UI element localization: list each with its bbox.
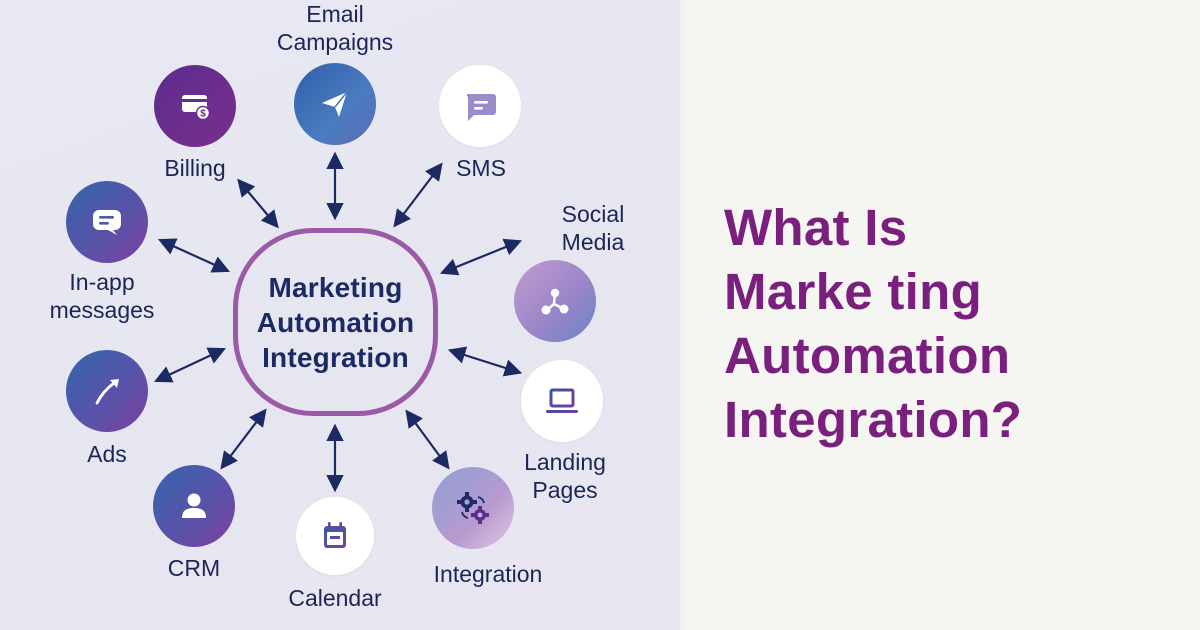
label-line: Social bbox=[561, 201, 625, 227]
label-line: Pages bbox=[532, 477, 598, 503]
label-line: Campaigns bbox=[276, 29, 394, 55]
ads-node bbox=[66, 350, 148, 432]
panel-divider bbox=[680, 0, 688, 630]
label-line: In-app bbox=[69, 269, 135, 295]
gears-icon bbox=[457, 492, 489, 524]
integration-label: Integration bbox=[433, 561, 543, 587]
headline-line-2: Marke ting bbox=[724, 263, 983, 320]
paper-plane-icon bbox=[322, 91, 348, 117]
hub-line-2: Automation bbox=[256, 306, 415, 338]
headline-line-3: Automation bbox=[724, 327, 1011, 384]
share-network-icon bbox=[541, 288, 569, 315]
integration-node bbox=[432, 467, 514, 549]
arrow-ads bbox=[154, 347, 226, 383]
social-media-label: Social Media bbox=[552, 200, 634, 256]
arrow-landing bbox=[447, 346, 523, 377]
calendar-icon bbox=[324, 522, 346, 548]
label-line: Email bbox=[306, 1, 364, 27]
arrow-integration bbox=[405, 409, 450, 470]
arrow-inapp bbox=[157, 238, 231, 273]
trend-arrow-icon bbox=[95, 379, 119, 405]
arrow-billing bbox=[237, 178, 279, 229]
central-hub: Marketing Automation Integration bbox=[233, 228, 438, 416]
hub-line-1: Marketing bbox=[268, 271, 403, 303]
chat-bubble-icon bbox=[466, 94, 496, 121]
in-app-messages-label: In-app messages bbox=[36, 268, 168, 324]
headline-title: What Is Marke ting Automation Integratio… bbox=[724, 196, 1022, 452]
credit-card-icon: $ bbox=[182, 95, 211, 121]
email-campaigns-node bbox=[294, 63, 376, 145]
user-icon bbox=[182, 493, 206, 518]
calendar-node bbox=[296, 497, 374, 575]
billing-label: Billing bbox=[164, 155, 226, 181]
laptop-icon bbox=[546, 388, 578, 413]
crm-node bbox=[153, 465, 235, 547]
sms-node bbox=[439, 65, 521, 147]
svg-text:$: $ bbox=[200, 109, 206, 120]
landing-pages-label: Landing Pages bbox=[512, 448, 618, 504]
billing-node: $ bbox=[154, 65, 236, 147]
sms-label: SMS bbox=[456, 155, 506, 181]
hub-line-3: Integration bbox=[262, 341, 409, 373]
calendar-label: Calendar bbox=[288, 585, 382, 611]
social-media-node bbox=[514, 260, 596, 342]
arrow-social bbox=[439, 238, 523, 276]
headline-line-4: Integration? bbox=[724, 391, 1023, 448]
label-line: Media bbox=[561, 229, 625, 255]
label-line: messages bbox=[49, 297, 155, 323]
crm-label: CRM bbox=[167, 555, 221, 581]
ads-label: Ads bbox=[87, 441, 127, 467]
landing-pages-node bbox=[521, 360, 603, 442]
headline-panel bbox=[686, 0, 1200, 630]
message-icon bbox=[93, 210, 121, 235]
arrow-crm bbox=[220, 408, 267, 470]
in-app-messages-node bbox=[66, 181, 148, 263]
email-campaigns-label: Email Campaigns bbox=[272, 0, 398, 56]
headline-line-1: What Is bbox=[724, 199, 908, 256]
arrow-sms bbox=[393, 162, 443, 228]
connector-arrows bbox=[154, 151, 523, 493]
label-line: Landing bbox=[524, 449, 606, 475]
